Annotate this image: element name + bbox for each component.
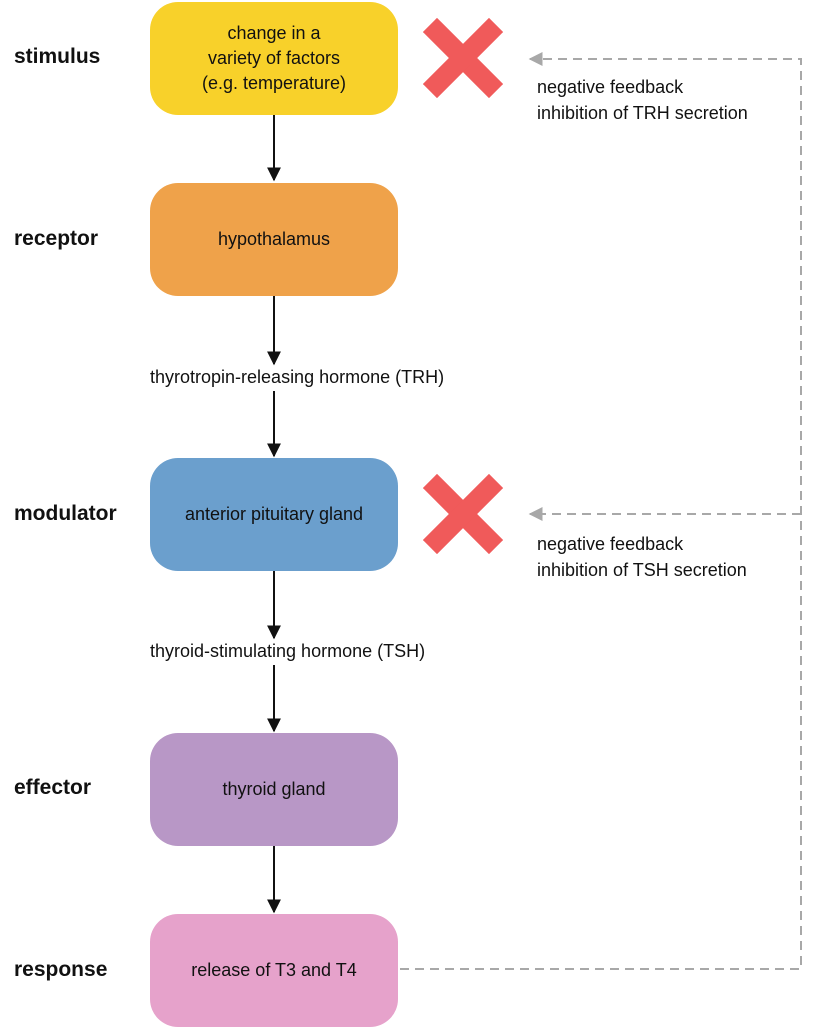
receptor-box-text: hypothalamus — [217, 229, 331, 249]
stimulus-box: change in a variety of factors (e.g. tem… — [150, 2, 398, 115]
feedback-label-tsh: negative feedback inhibition of TSH secr… — [537, 534, 747, 580]
receptor-box: hypothalamus — [150, 183, 398, 296]
hormone-label-tsh: thyroid-stimulating hormone (TSH) — [150, 640, 426, 662]
modulator-box-text: anterior pituitary gland — [184, 504, 364, 524]
stage-label-effector: effector — [14, 776, 92, 799]
stage-label-response: response — [14, 958, 108, 981]
x-mark-icon — [423, 18, 503, 98]
x-mark-icon — [423, 474, 503, 554]
stage-label-stimulus: stimulus — [14, 45, 101, 68]
modulator-box: anterior pituitary gland — [150, 458, 398, 571]
stage-label-receptor: receptor — [14, 227, 99, 250]
response-box-text: release of T3 and T4 — [191, 960, 357, 980]
effector-box: thyroid gland — [150, 733, 398, 846]
feedback-label-trh: negative feedback inhibition of TRH secr… — [537, 77, 748, 123]
stage-label-modulator: modulator — [14, 502, 117, 525]
response-box: release of T3 and T4 — [150, 914, 398, 1027]
effector-box-text: thyroid gland — [222, 779, 326, 799]
stimulus-box-text: change in a variety of factors (e.g. tem… — [201, 23, 347, 93]
hormone-label-trh: thyrotropin-releasing hormone (TRH) — [150, 366, 445, 388]
